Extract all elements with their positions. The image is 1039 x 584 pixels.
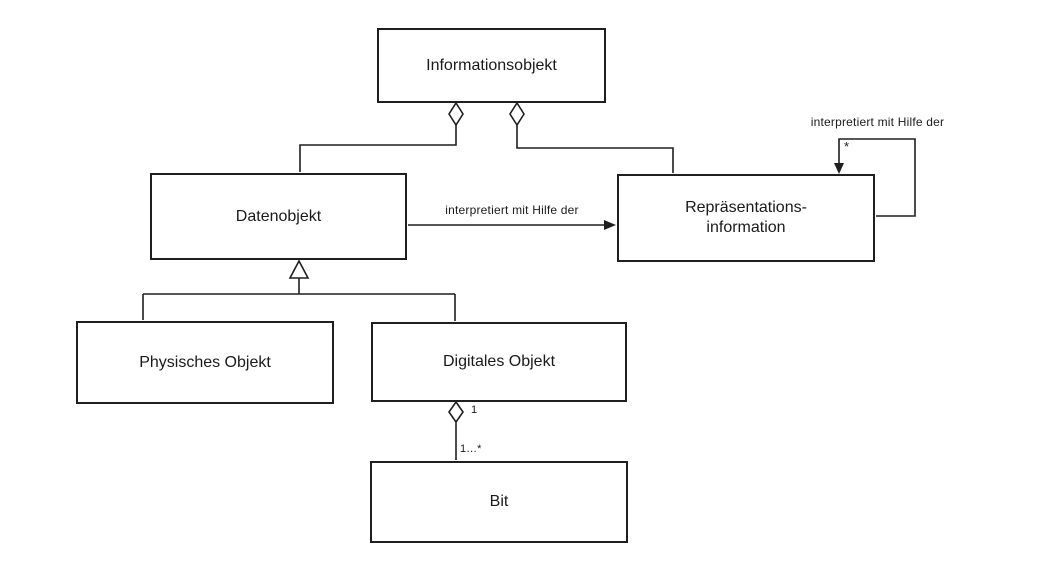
edge-informationsobjekt-datenobjekt	[299, 125, 457, 172]
class-label: information	[706, 219, 786, 236]
generalization-triangle-icon	[288, 259, 310, 279]
aggregation-diamond-icon	[448, 101, 464, 127]
class-label: Informationsobjekt	[426, 56, 557, 74]
multiplicity-star: *	[844, 139, 850, 154]
class-label: Bit	[489, 493, 509, 510]
multiplicity-one-to-many: 1…*	[460, 443, 482, 455]
class-label: Digitales Objekt	[442, 353, 556, 370]
edge-repraesentationsinformation-self-loop	[838, 138, 916, 217]
arrowhead-down-icon	[834, 163, 844, 174]
class-label: Repräsentations-	[685, 199, 807, 216]
class-box-datenobjekt: Datenobjekt	[150, 173, 407, 260]
class-box-bit: Bit	[370, 461, 628, 543]
class-box-repraesentationsinformation: Repräsentations- information	[617, 174, 875, 262]
multiplicity-one: 1	[471, 404, 478, 416]
aggregation-diamond-icon	[509, 101, 525, 127]
association-label-interpretiert: interpretiert mit Hilfe der	[445, 203, 579, 217]
edge-informationsobjekt-repraesentationsinformation	[516, 125, 674, 173]
class-label: Physisches Objekt	[139, 353, 271, 371]
class-box-physisches-objekt: Physisches Objekt	[76, 321, 334, 404]
self-loop-label-interpretiert: interpretiert mit Hilfe der	[810, 115, 945, 129]
class-label: Datenobjekt	[235, 207, 322, 225]
class-box-informationsobjekt: Informationsobjekt	[377, 28, 606, 103]
arrowhead-right-icon	[604, 220, 616, 230]
class-box-digitales-objekt: Digitales Objekt	[371, 322, 627, 402]
aggregation-diamond-icon	[448, 400, 464, 424]
